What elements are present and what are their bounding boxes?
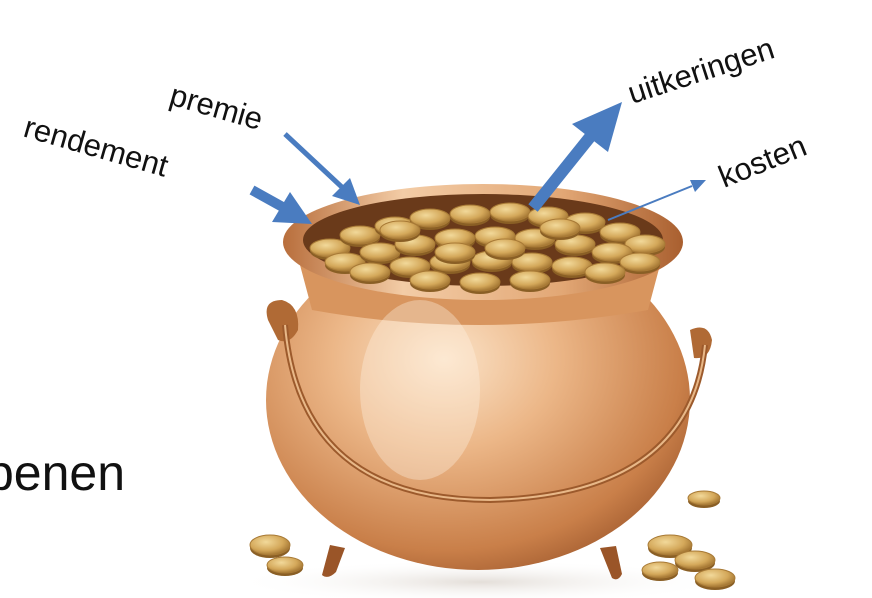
coin (695, 569, 735, 590)
label-kosten: kosten (714, 128, 812, 195)
pot-highlight (360, 300, 480, 480)
arrow-rendement (252, 190, 312, 224)
pot-of-gold-image (266, 184, 712, 579)
coin (485, 239, 525, 260)
coin (410, 271, 450, 292)
coin (267, 557, 303, 576)
coin (350, 263, 390, 284)
label-premie: premie (166, 77, 267, 137)
label-uitkeringen: uitkeringen (623, 31, 778, 111)
coin (510, 271, 550, 292)
coin (620, 253, 660, 274)
label-rendement: rendement (20, 109, 172, 184)
coin (460, 273, 500, 294)
coin (435, 243, 475, 264)
coin (450, 205, 490, 226)
coin (642, 562, 678, 581)
coin (490, 203, 530, 224)
coin (675, 551, 715, 572)
arrow-premie (285, 134, 360, 205)
coin (585, 263, 625, 284)
coin (380, 221, 420, 242)
handle-lug-left (267, 300, 299, 341)
coin (688, 491, 720, 508)
coin (250, 535, 290, 558)
coin (540, 219, 580, 240)
